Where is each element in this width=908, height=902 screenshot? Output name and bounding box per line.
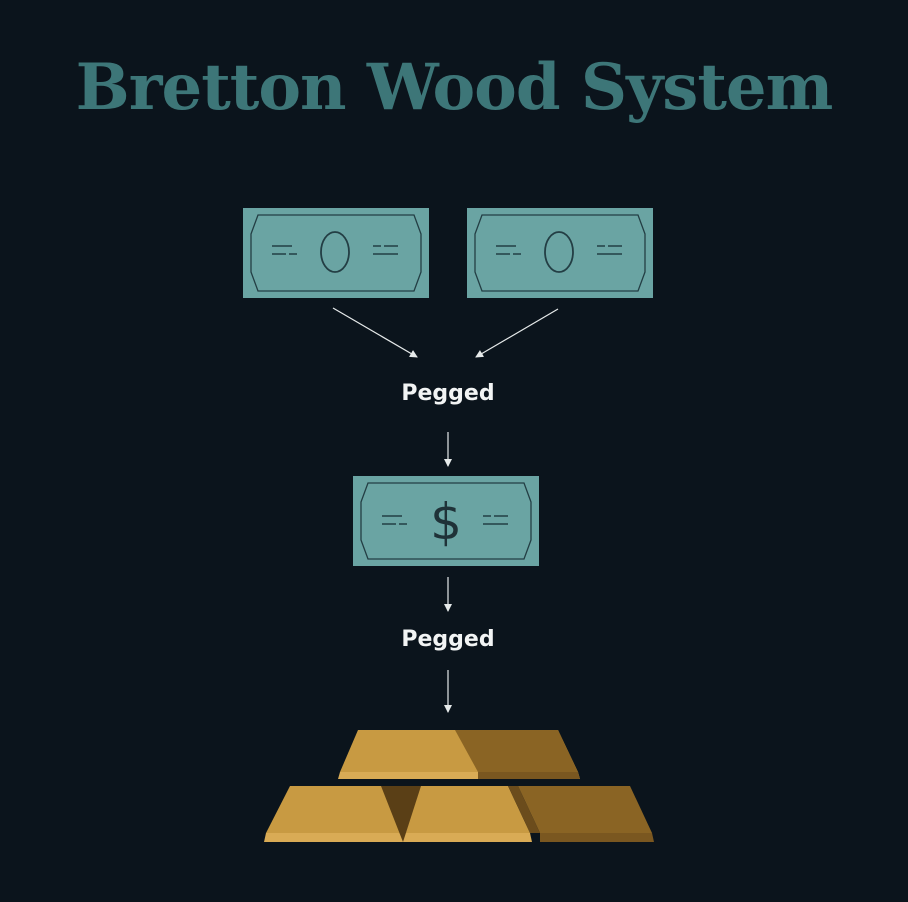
foreign-banknote-left-icon [243,208,429,298]
pegged-label-lower: Pegged [401,627,495,652]
dollar-sign: $ [430,493,462,551]
foreign-banknote-right-icon [467,208,653,298]
pegged-label-upper: Pegged [401,381,495,406]
dollar-banknote-icon: $ [353,476,539,566]
gold-bars-icon [264,730,654,842]
diagram-title: Bretton Wood System [75,50,834,125]
arrow-right-to-pegged [475,308,559,358]
arrow-left-to-pegged [332,307,418,358]
